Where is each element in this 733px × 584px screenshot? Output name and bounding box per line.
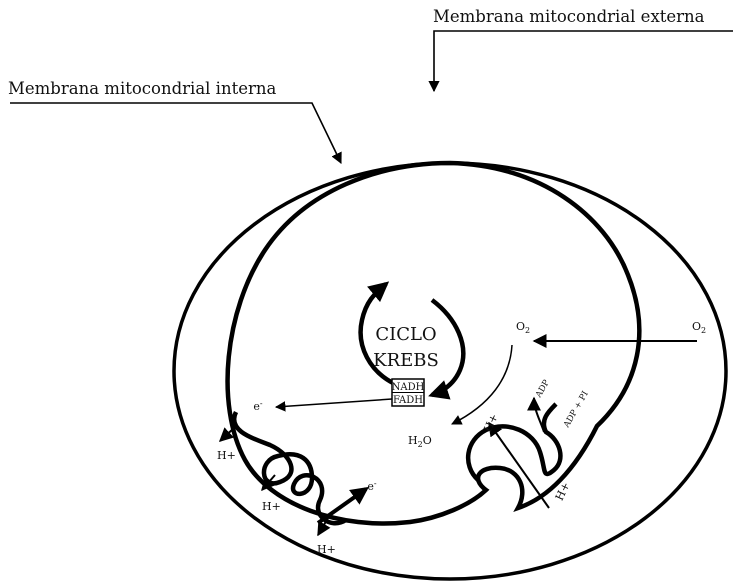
synthase-proton-in: H+: [481, 412, 501, 435]
outer-membrane-pointer: [434, 31, 733, 91]
electron-transfer-arrow: [276, 399, 392, 407]
krebs-cycle-arrow-right: [432, 300, 463, 395]
electron-left-label: e-: [253, 399, 263, 414]
proton-label-3: H+: [317, 543, 336, 556]
o2-inside-label: O2: [516, 320, 530, 335]
adp-label: ADP: [533, 378, 552, 400]
adp-arrow: [534, 398, 544, 432]
krebs-label-line2: KREBS: [373, 350, 439, 371]
fadh-label: FADH: [393, 395, 423, 406]
nadh-label: NADH: [392, 382, 425, 393]
krebs-label-line1: CICLO: [375, 324, 436, 345]
outer-membrane-label: Membrana mitocondrial externa: [433, 7, 705, 26]
synthase-proton-channel: [489, 423, 549, 508]
o2-outside-label: O2: [692, 320, 706, 335]
inner-membrane-label: Membrana mitocondrial interna: [8, 79, 276, 98]
inner-membrane-pointer: [10, 103, 341, 163]
proton-label-2: H+: [262, 500, 281, 513]
water-label: H2O: [408, 434, 432, 449]
outer-membrane: [174, 163, 726, 579]
adp-pi-label: ADP + PI: [561, 390, 590, 431]
electron-right-label: e-: [367, 479, 377, 494]
proton-arrow-1: [220, 428, 234, 441]
proton-label-1: H+: [217, 449, 236, 462]
